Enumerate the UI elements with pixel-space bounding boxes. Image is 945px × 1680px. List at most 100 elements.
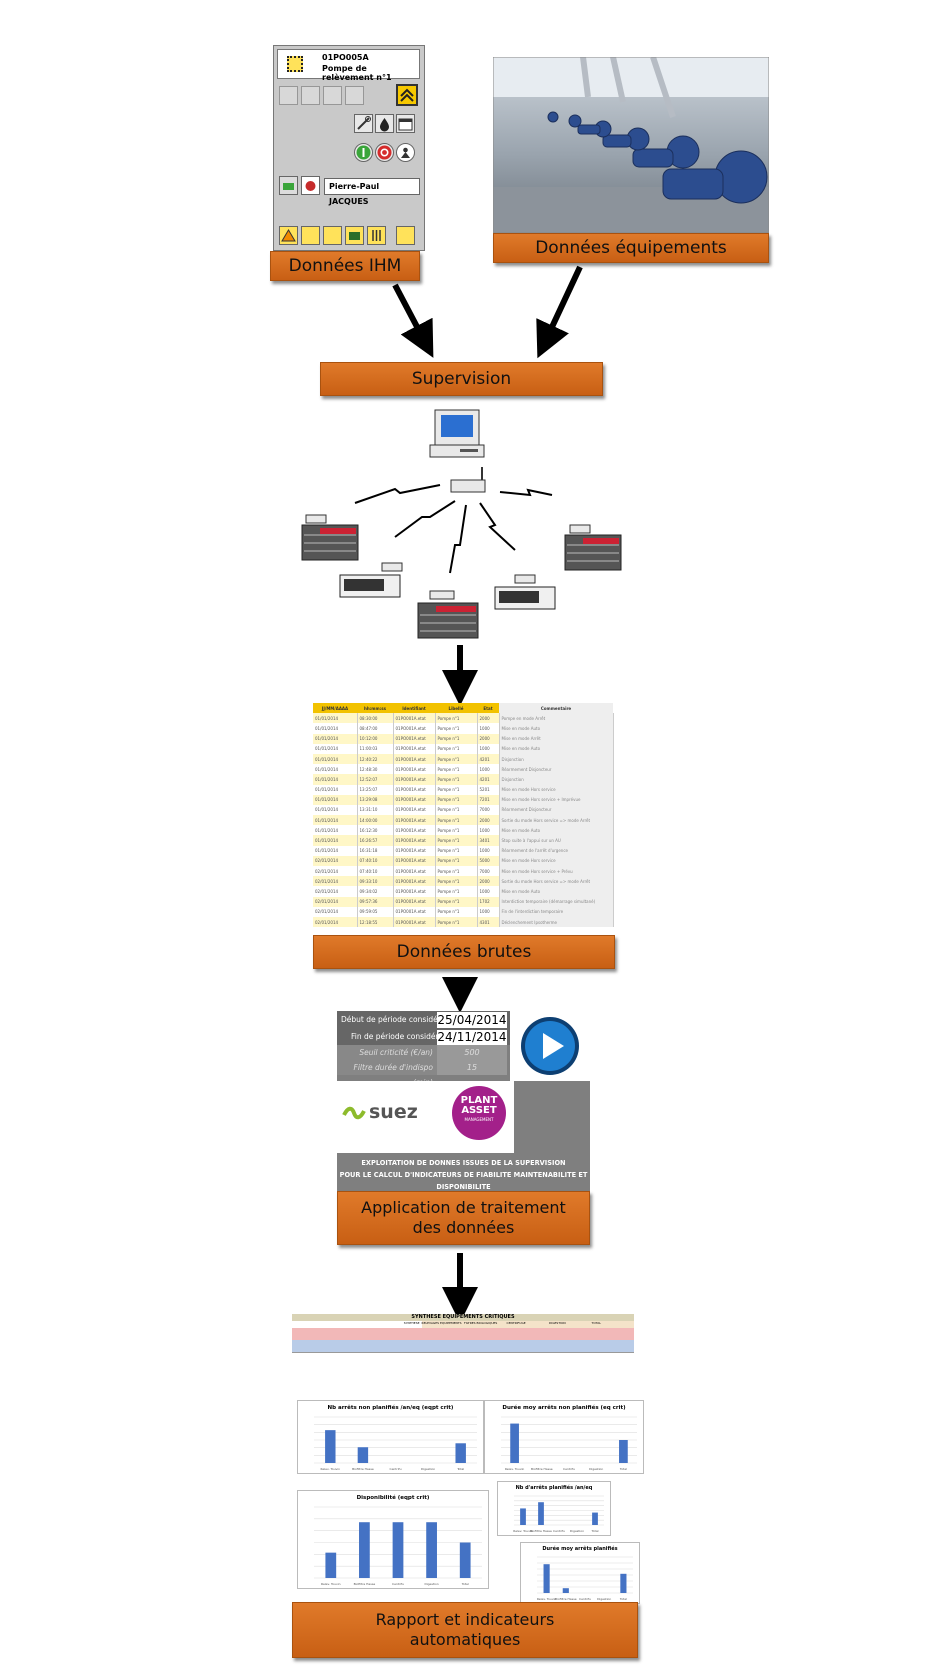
raw-table-cell: 01PO001A.etat bbox=[393, 896, 436, 907]
filtre-label: Filtre durée d'indispo (min) bbox=[337, 1060, 437, 1087]
raw-table-cell: 4201 bbox=[477, 774, 500, 785]
raw-table-cell: Sortie du mode Hors service => mode Arrê… bbox=[499, 876, 614, 887]
raw-table-cell: 01PO001A.etat bbox=[393, 784, 436, 795]
raw-table-cell: 01PO001A.etat bbox=[393, 733, 436, 744]
arrow-equipements-to-supervision bbox=[536, 265, 583, 359]
raw-table-cell: 1702 bbox=[477, 896, 500, 907]
chart-bar bbox=[392, 1522, 404, 1578]
col-label: Libellé bbox=[448, 705, 464, 711]
raw-table-cell: 01PO001A.etat bbox=[393, 825, 436, 836]
maintenance-icon[interactable] bbox=[354, 114, 373, 133]
chevron-up-icon[interactable] bbox=[396, 84, 418, 106]
raw-table-cell: Pompe n°1 bbox=[435, 855, 478, 866]
info-icon[interactable] bbox=[396, 226, 415, 245]
chart-tick-label: Digestion bbox=[421, 1467, 435, 1471]
chart-tick-label: Relev. Touvin bbox=[513, 1529, 533, 1533]
play-button[interactable] bbox=[510, 1011, 590, 1081]
plc-rack-icon bbox=[564, 524, 622, 571]
settings-icon[interactable] bbox=[323, 226, 342, 245]
chart-bar bbox=[325, 1430, 336, 1463]
raw-table-cell: Pompe n°1 bbox=[435, 743, 478, 754]
raw-table-cell: 1000 bbox=[477, 764, 500, 775]
raw-table-cell: Mise en mode Auto bbox=[499, 886, 614, 897]
raw-table-cell: 09:34:02 bbox=[357, 886, 394, 897]
raw-table-cell: Pompe n°1 bbox=[435, 794, 478, 805]
logos-area: suez PLANT ASSET MANAGEMENT bbox=[337, 1081, 514, 1153]
raw-table-cell: 7000 bbox=[477, 866, 500, 877]
mode-local-icon[interactable] bbox=[323, 86, 342, 105]
label-supervision: Supervision bbox=[320, 362, 603, 396]
raw-table-cell: 01/01/2014 bbox=[313, 723, 358, 734]
raw-table-cell: 5201 bbox=[477, 784, 500, 795]
mode-remote-icon[interactable] bbox=[345, 86, 364, 105]
raw-table-cell: Disjonction bbox=[499, 774, 614, 785]
plant-asset-badge: PLANT ASSET MANAGEMENT bbox=[452, 1086, 506, 1140]
operator-icon[interactable] bbox=[396, 143, 415, 162]
desc-line-1: EXPLOITATION DE DONNES ISSUES DE LA SUPE… bbox=[361, 1159, 566, 1167]
raw-table-cell: 2000 bbox=[477, 876, 500, 887]
pump-red-icon[interactable] bbox=[301, 176, 320, 195]
raw-table-cell: 07:40:10 bbox=[357, 855, 394, 866]
raw-table-cell: Pompe en mode Arrêt bbox=[499, 713, 614, 724]
label-rapport-line-1: Rapport et indicateurs bbox=[375, 1610, 555, 1629]
col-date: JJ/MM/AAAA bbox=[321, 705, 349, 711]
stop-button-icon[interactable] bbox=[375, 143, 394, 162]
arrow-ihm-to-supervision bbox=[392, 283, 434, 358]
start-button-icon[interactable] bbox=[354, 143, 373, 162]
chart-tick-label: Biofiltre Hasse bbox=[354, 1582, 376, 1586]
filtre-field[interactable]: 15 bbox=[437, 1060, 507, 1075]
pump-green-icon[interactable] bbox=[279, 176, 298, 195]
raw-table-cell: 01PO001A.etat bbox=[393, 764, 436, 775]
raw-table-cell: 16:12:30 bbox=[357, 825, 394, 836]
raw-table-cell: Déclenchement Ipsotherme bbox=[499, 916, 614, 928]
equipment-icon bbox=[287, 56, 303, 72]
chart-nb-arrets-planifies: Nb d'arrêts planifiés /an/eq Relev. Touv… bbox=[497, 1481, 611, 1536]
chart-bar bbox=[620, 1573, 627, 1593]
raw-table-cell: Pompe n°1 bbox=[435, 876, 478, 887]
raw-table-cell: 4201 bbox=[477, 753, 500, 765]
raw-table-cell: Mise en mode Hors service bbox=[499, 784, 614, 795]
raw-table-cell: 01/01/2014 bbox=[313, 713, 358, 724]
sliders-icon[interactable] bbox=[367, 226, 386, 245]
chart-bar bbox=[459, 1542, 471, 1578]
raw-table-cell: 02/01/2014 bbox=[313, 896, 358, 907]
label-application-line-1: Application de traitement bbox=[361, 1198, 566, 1217]
raw-table-cell: 02/01/2014 bbox=[313, 866, 358, 877]
chart-tick-label: Biofiltre Hasse bbox=[555, 1597, 577, 1601]
raw-table-cell: 09:33:10 bbox=[357, 876, 394, 887]
synthese-col: CENTRIFUGE bbox=[506, 1321, 549, 1328]
computer-icon bbox=[429, 409, 485, 458]
mode-manual-icon[interactable] bbox=[301, 86, 320, 105]
calendar-icon[interactable] bbox=[396, 114, 415, 133]
mode-auto-icon[interactable] bbox=[279, 86, 298, 105]
raw-table-cell: 7201 bbox=[477, 794, 500, 805]
label-donnees-ihm: Données IHM bbox=[270, 251, 420, 281]
synthese-header: SYNTHESE RELEVAGES EQUIPEMENTS FILTRES B… bbox=[292, 1321, 634, 1328]
chart-title: Durée moy arrêts non planifiés (eq crit) bbox=[502, 1405, 626, 1411]
plc-device-icon bbox=[494, 574, 556, 610]
oil-drop-icon[interactable] bbox=[375, 114, 394, 133]
chart-tick-label: Total bbox=[461, 1582, 469, 1586]
history-icon[interactable] bbox=[301, 226, 320, 245]
seuil-field[interactable]: 500 bbox=[437, 1045, 507, 1060]
chart-bar bbox=[357, 1447, 369, 1463]
chart-tick-label: Centrifu bbox=[563, 1467, 575, 1471]
label-donnees-equipements: Données équipements bbox=[493, 233, 769, 263]
chart-bar bbox=[538, 1502, 544, 1525]
debut-field[interactable]: 25/04/2014 bbox=[437, 1012, 507, 1028]
raw-table-cell: 2000 bbox=[477, 713, 500, 724]
fin-field[interactable]: 24/11/2014 bbox=[437, 1030, 507, 1045]
trend-icon[interactable] bbox=[345, 226, 364, 245]
hmi-user-field: Pierre-Paul JACQUES bbox=[324, 178, 420, 206]
alarm-icon[interactable] bbox=[279, 226, 298, 245]
synthese-col: RELEVAGES EQUIPEMENTS bbox=[421, 1321, 464, 1328]
raw-table-cell: 02/01/2014 bbox=[313, 876, 358, 887]
raw-table-cell: 01PO001A.etat bbox=[393, 713, 436, 724]
